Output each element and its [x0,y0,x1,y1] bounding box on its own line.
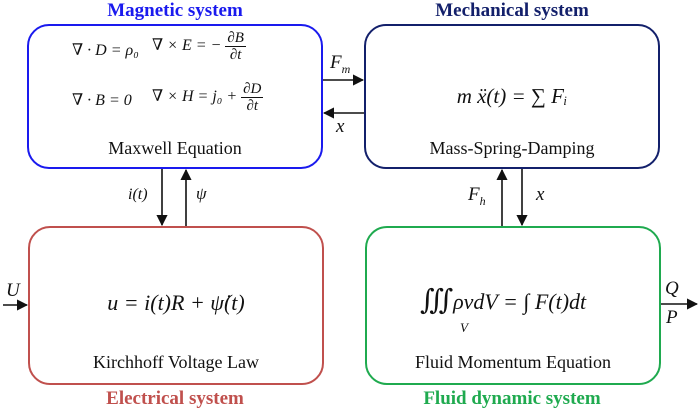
electrical-system-title: Electrical system [106,388,244,409]
kirchhoff-voltage-law-caption: Kirchhoff Voltage Law [93,352,259,372]
mechanical-system-box [364,24,660,169]
faraday-law-equation: ∇ × E = − ∂B∂t [152,30,246,63]
magnetic-system-box [27,24,323,169]
fm-label: Fm [330,52,351,76]
mass-spring-damping-caption: Mass-Spring-Damping [429,138,595,158]
voltage-input-label: U [6,280,20,301]
flow-output-label: Q [665,278,679,299]
x-feedback-label: x [336,116,345,137]
ampere-denominator: ∂t [246,98,259,114]
ampere-law-equation: ∇ × H = j₀ + ∂D∂t [152,81,264,114]
faraday-denominator: ∂t [229,47,242,63]
fluid-system-box [365,226,661,385]
newton-equation: m ẍ(t) = ∑ Fᵢ [456,84,568,108]
fh-label: Fh [468,184,486,208]
gauss-magnetism-equation: ∇ · B = 0 [72,92,132,109]
magnetic-system-title: Magnetic system [107,0,243,21]
maxwell-equation-caption: Maxwell Equation [108,138,242,158]
gauss-law-equation: ∇ · D = ρ₀ [72,42,139,59]
flux-label: ψ [196,184,207,203]
fluid-momentum-equation-caption: Fluid Momentum Equation [415,352,611,372]
volume-subscript: V [460,320,468,335]
triple-integral-symbol: ∭ [420,285,454,316]
electrical-system-box [28,226,324,385]
fluid-system-title: Fluid dynamic system [423,388,601,409]
current-label: i(t) [128,186,148,203]
mechanical-system-title: Mechanical system [435,0,589,21]
x-displacement-label: x [536,184,545,205]
faraday-numerator: ∂B [225,30,246,47]
pressure-output-label: P [666,307,678,328]
fluid-momentum-equation: ∭ρvdV = ∫ F(t)dt [420,285,587,316]
ampere-numerator: ∂D [241,81,264,98]
kirchhoff-equation: u = i(t)R + ψ̇(t) [107,290,245,315]
